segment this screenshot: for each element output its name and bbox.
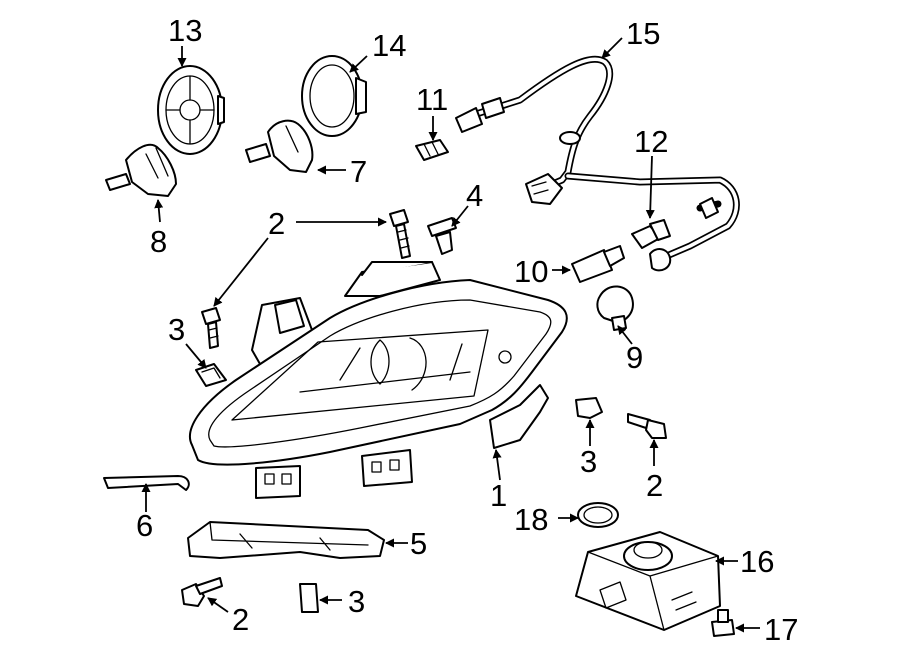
leader-lines xyxy=(141,37,760,633)
callout-9: 9 xyxy=(626,340,643,375)
headlamp-assembly xyxy=(189,261,568,499)
callout-11: 11 xyxy=(416,82,448,117)
callout-2-right: 2 xyxy=(646,468,663,503)
callout-18: 18 xyxy=(514,502,548,537)
bolt-2-left xyxy=(201,307,221,349)
callout-2-top: 2 xyxy=(268,206,285,241)
clip-3-left xyxy=(195,363,227,387)
socket-cover-14 xyxy=(301,55,367,137)
callout-6: 6 xyxy=(136,508,153,543)
clip-3-bottom xyxy=(299,583,319,613)
callout-13: 13 xyxy=(168,13,202,48)
ballast-16 xyxy=(575,531,721,631)
push-pin-4 xyxy=(427,217,457,255)
bulb-12 xyxy=(631,219,671,249)
callout-15: 15 xyxy=(626,16,660,51)
callout-5: 5 xyxy=(410,526,427,561)
callout-16: 16 xyxy=(740,544,774,579)
callout-8: 8 xyxy=(150,224,167,259)
wiring-harness xyxy=(455,55,740,272)
callout-7: 7 xyxy=(350,154,367,189)
bolt-2-right xyxy=(627,413,667,439)
bolt-2-top xyxy=(389,209,411,259)
callout-2-bottom: 2 xyxy=(232,602,249,637)
gasket-18 xyxy=(577,502,619,528)
callout-3-left: 3 xyxy=(168,312,185,347)
socket-cover-13 xyxy=(157,65,225,155)
callout-12: 12 xyxy=(634,124,668,159)
callout-4: 4 xyxy=(466,178,483,213)
callout-3-right: 3 xyxy=(580,444,597,479)
bulb-7 xyxy=(245,119,314,173)
clip-3-right xyxy=(575,397,603,419)
bulb-8 xyxy=(105,143,177,197)
screw-17 xyxy=(711,609,735,637)
bulb-11 xyxy=(415,139,449,161)
callout-14: 14 xyxy=(372,28,406,63)
bulb-10 xyxy=(571,245,625,283)
bolt-2-bottom xyxy=(181,577,223,607)
lower-bracket-part xyxy=(187,521,385,559)
callout-3-bottom: 3 xyxy=(348,584,365,619)
callout-labels: 13 14 15 11 7 8 12 4 2 10 9 3 3 2 1 6 5 … xyxy=(136,13,798,647)
callout-10: 10 xyxy=(514,254,548,289)
callout-1: 1 xyxy=(490,478,507,513)
bulb-9 xyxy=(596,285,634,331)
callout-17: 17 xyxy=(764,612,798,647)
